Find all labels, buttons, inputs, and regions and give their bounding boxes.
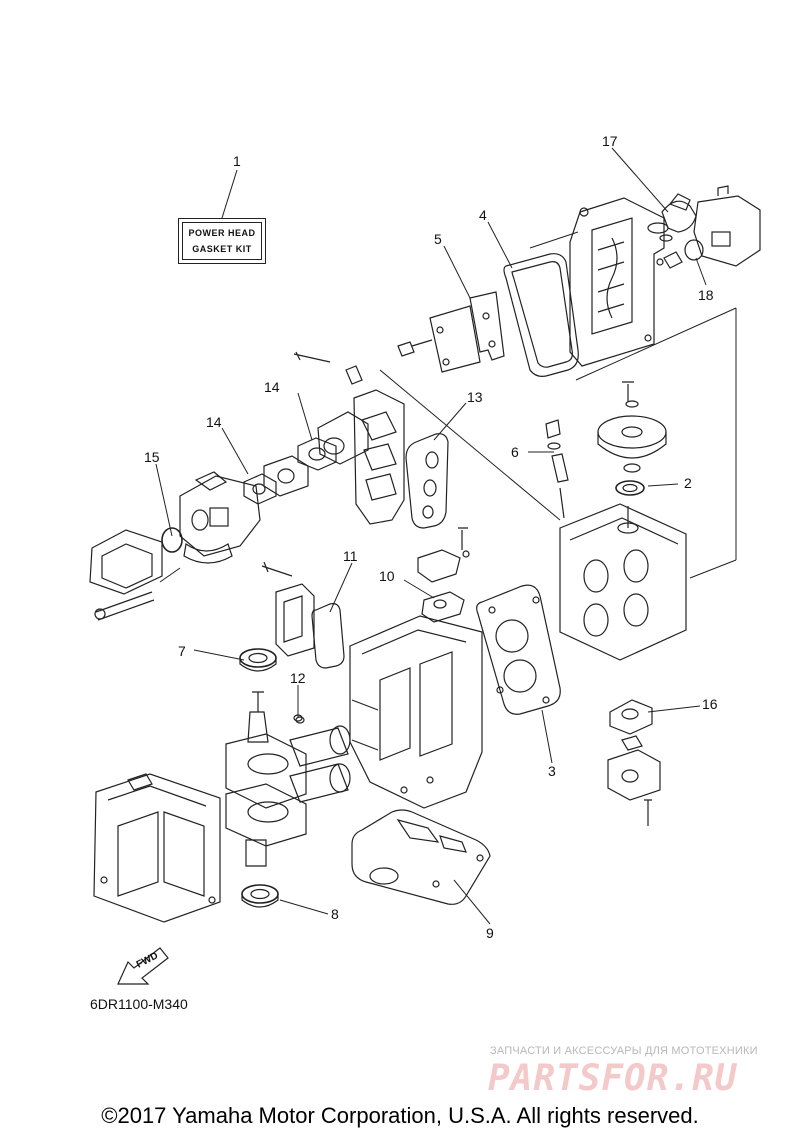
valve-group-6 xyxy=(545,419,569,519)
callout-11: 11 xyxy=(343,548,358,564)
callout-1: 1 xyxy=(233,153,241,169)
crankshaft-group xyxy=(225,691,351,867)
carburetor xyxy=(179,471,261,564)
crankcase xyxy=(93,773,221,923)
oil-seal-8 xyxy=(241,884,279,908)
cover-part-10 xyxy=(417,527,470,623)
carb-gasket-14b xyxy=(243,473,277,505)
callout-numbers: 1 2 3 4 5 6 7 8 9 10 11 12 13 14 14 15 1… xyxy=(144,133,718,941)
callout-4: 4 xyxy=(479,207,487,223)
flywheel-group xyxy=(597,381,667,496)
watermark-brand: PARTSFOR.RU xyxy=(488,1058,738,1099)
callout-9: 9 xyxy=(486,925,494,941)
carb-gasket-14a xyxy=(297,437,337,471)
kit-label-line1: POWER HEAD xyxy=(188,228,256,238)
intake-manifold-group xyxy=(293,351,405,525)
kit-label-line2: GASKET KIT xyxy=(192,244,252,254)
callout-13: 13 xyxy=(467,389,483,405)
callout-12: 12 xyxy=(290,670,306,686)
thermostat-group xyxy=(647,185,761,269)
callout-15: 15 xyxy=(144,449,160,465)
callout-14a: 14 xyxy=(264,379,280,395)
carb-spacer xyxy=(263,455,309,497)
watermark-tagline: ЗАПЧАСТИ И АКСЕССУАРЫ ДЛЯ МОТОТЕХНИКИ xyxy=(490,1045,758,1057)
exhaust-gasket-4 xyxy=(503,253,579,377)
gasket-kit-label: POWER HEAD GASKET KIT xyxy=(178,218,266,264)
assembly-frame-lines xyxy=(159,231,737,583)
callout-8: 8 xyxy=(331,906,339,922)
callout-6: 6 xyxy=(511,444,519,460)
callout-5: 5 xyxy=(434,231,442,247)
callout-2: 2 xyxy=(684,475,692,491)
callout-17: 17 xyxy=(602,133,618,149)
copyright-footer: ©2017 Yamaha Motor Corporation, U.S.A. A… xyxy=(101,1103,699,1128)
fwd-arrow-icon xyxy=(117,947,169,985)
head-gasket-3 xyxy=(476,584,561,715)
callout-3: 3 xyxy=(548,763,556,779)
o-ring-15 xyxy=(161,527,183,553)
callout-16: 16 xyxy=(702,696,718,712)
exhaust-gasket-4-inner xyxy=(511,261,573,368)
leader-lines xyxy=(155,147,707,925)
o-ring-12 xyxy=(293,714,303,722)
cylinder-block xyxy=(349,615,483,809)
exhaust-cover-group xyxy=(569,197,665,367)
silencer xyxy=(89,529,163,621)
callout-7: 7 xyxy=(178,643,186,659)
oil-seal-7 xyxy=(239,648,277,672)
gasket-16-group xyxy=(607,699,661,826)
crankcase-gasket-9 xyxy=(351,809,491,905)
callout-14b: 14 xyxy=(206,414,222,430)
cylinder-head xyxy=(559,503,687,661)
exhaust-plate-5 xyxy=(397,291,505,373)
callout-10: 10 xyxy=(379,568,395,584)
cover-11-group xyxy=(261,561,345,669)
diagram-code: 6DR1100-M340 xyxy=(90,996,188,1012)
manifold-gasket-13 xyxy=(405,433,449,529)
callout-18: 18 xyxy=(698,287,714,303)
gasket-13-holes xyxy=(422,451,439,519)
